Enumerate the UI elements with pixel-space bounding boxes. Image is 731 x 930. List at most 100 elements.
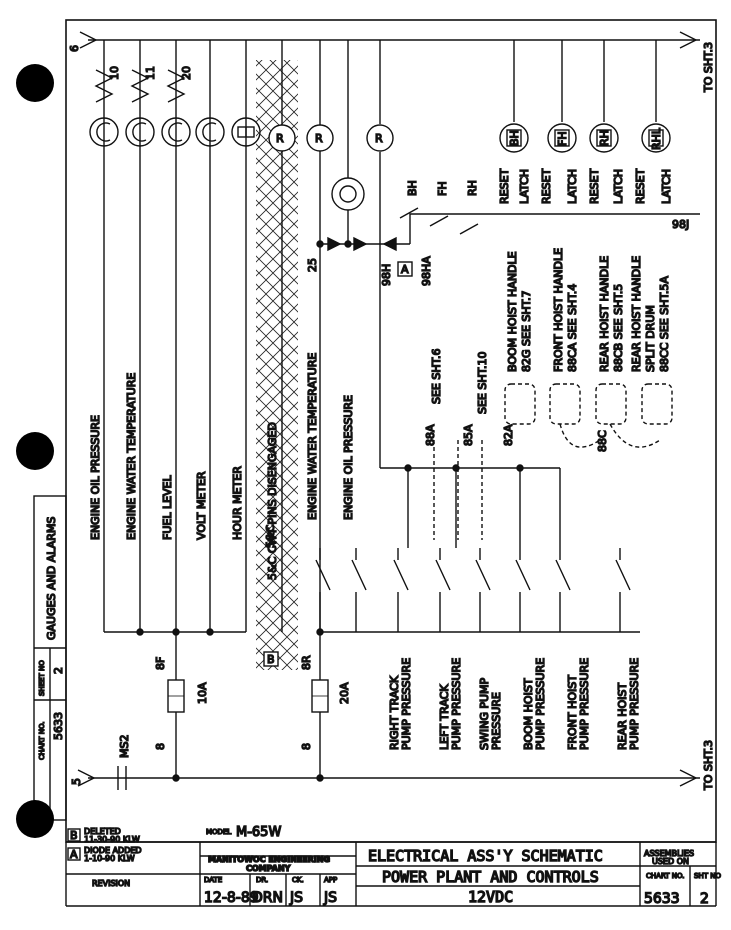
contact-ladder	[409, 213, 500, 244]
wire-label-11: 11	[144, 66, 157, 80]
title-block	[65, 828, 717, 907]
alarm-r-label: R	[276, 132, 284, 145]
latch-label-rh: LATCH	[612, 169, 625, 204]
gauge-column-volt	[195, 40, 225, 632]
handle-switch-boxes	[433, 383, 673, 540]
wire-label-88a: 88A	[424, 424, 437, 446]
pump-pressure-front-hoist-1: FRONT HOIST	[566, 675, 579, 750]
dr-value: DRN	[252, 890, 283, 906]
latch-relay-bh	[499, 40, 529, 153]
rev-b-mark: B	[70, 829, 78, 842]
contact-fh-label: FH	[436, 181, 449, 196]
sht-no-value: 2	[700, 891, 709, 907]
sht-no-label: SHT NO	[694, 872, 721, 880]
wire-label-8-left: 8	[154, 743, 167, 750]
reset-label-rh: RESET	[588, 168, 601, 204]
wire-label-85a: 85A	[462, 424, 475, 446]
contact-bh-label: BH	[406, 180, 419, 196]
side-chart-no: 5633	[52, 712, 65, 740]
junction-dot	[344, 240, 352, 248]
chart-no-value: 5633	[644, 891, 680, 907]
wire-label-98ha: 98HA	[420, 256, 433, 286]
pump-pressure-front-hoist-2: PUMP PRESSURE	[578, 658, 591, 750]
junction-dot	[316, 240, 324, 248]
top-arrow-left	[79, 31, 98, 49]
diode-icon	[327, 236, 342, 252]
side-sheet-label: SHEET NO	[38, 660, 46, 696]
label-engine-water-temp-2: ENGINE WATER TEMPERATURE	[306, 353, 319, 520]
wire-label-82a: 82A	[502, 424, 515, 446]
latch-relay-rh	[589, 40, 619, 153]
wire-label-8f: 8F	[154, 657, 167, 670]
model-value: M-65W	[236, 825, 281, 840]
gauge-column-fuel	[161, 40, 191, 632]
relay-rh-label: RH	[598, 130, 611, 146]
to-sheet-top: TO SHT.3	[702, 42, 715, 93]
label-volt-meter: VOLT METER	[195, 471, 208, 540]
company-line1: MANITOWOC ENGINEERING	[208, 855, 330, 864]
bottom-arrow-right	[679, 769, 698, 787]
wire-label-8r: 8R	[300, 655, 313, 670]
pressure-switch-row	[315, 464, 640, 636]
label-see-sht10: SEE SHT.10	[476, 351, 489, 414]
junction-dot	[316, 774, 324, 782]
label-rear-split-ref: 88CC SEE SHT.5A	[658, 276, 671, 372]
reset-label-rhl: RESET	[634, 168, 647, 204]
gauge-column-hour	[231, 40, 261, 632]
latch-relay-fh	[547, 40, 577, 153]
latch-label-fh: LATCH	[566, 169, 579, 204]
contact-rh	[459, 223, 479, 235]
pump-pressure-rear-hoist-2: PUMP PRESSURE	[628, 658, 641, 750]
rev-a-marker-text: A	[401, 263, 409, 276]
label-engine-oil-pressure-2: ENGINE OIL PRESSURE	[342, 395, 355, 520]
pump-pressure-left-track-2: PUMP PRESSURE	[450, 658, 463, 750]
side-sheet-no: 2	[52, 667, 65, 674]
alarm-r-1	[306, 124, 334, 152]
wire-label-8-mid: 8	[300, 743, 313, 750]
dr-label: DR.	[256, 876, 268, 884]
relay-bh-label: BH	[508, 130, 521, 146]
top-arrow-right	[679, 31, 698, 49]
rev-b-text1: DELETED	[84, 827, 121, 836]
rev-b-marker-text: B	[267, 653, 275, 666]
gauge-column-oil	[89, 40, 119, 632]
model-label: MODEL	[206, 828, 231, 836]
latch-label-bh: LATCH	[518, 169, 531, 204]
pump-pressure-right-track-2: PUMP PRESSURE	[400, 658, 413, 750]
pump-pressure-left-track-1: LEFT TRACK	[438, 684, 451, 750]
rev-a-text2: 1-10-90 KLW	[84, 854, 135, 863]
title-line2: POWER PLANT AND CONTROLS	[382, 868, 599, 886]
alarm-r-2	[366, 124, 394, 152]
contact-rh-label: RH	[466, 180, 479, 196]
fuse-10a-label: 10A	[196, 682, 209, 704]
horn-inner	[339, 185, 357, 203]
contact-bh	[399, 207, 419, 219]
fuse-20a-label: 20A	[338, 682, 351, 704]
label-boom-hoist-handle: BOOM HOIST HANDLE	[506, 251, 519, 372]
ck-label: CK.	[292, 876, 304, 884]
wire-label-5: 5	[70, 778, 83, 785]
reset-label-bh: RESET	[498, 168, 511, 204]
wire-label-25: 25	[306, 258, 319, 272]
punch-hole	[16, 432, 54, 470]
pump-pressure-right-track-1: RIGHT TRACK	[388, 675, 401, 750]
rev-a-text1: DIODE ADDED	[84, 846, 142, 855]
used-on-label: USED ON	[652, 857, 689, 866]
rev-a-marker	[397, 261, 413, 277]
company-line2: COMPANY	[246, 864, 291, 873]
app-value: JS	[323, 890, 337, 906]
side-chart-label: CHART NO.	[38, 722, 46, 760]
alarm-r-2-label: R	[375, 132, 383, 145]
label-boom-hoist-ref: 82G SEE SHT.7	[520, 290, 533, 372]
date-value: 12-8-89	[204, 890, 259, 906]
relay-fh-label: FH	[556, 131, 569, 146]
wire-label-88c: 88C	[596, 430, 609, 452]
assemblies-label: ASSEMBLIES	[644, 849, 694, 858]
punch-hole	[16, 64, 54, 102]
reset-label-fh: RESET	[540, 168, 553, 204]
side-title: GAUGES AND ALARMS	[45, 517, 58, 640]
wire-label-98j: 98J	[672, 218, 689, 231]
to-sheet-bottom: TO SHT.3	[702, 740, 715, 791]
label-rear-hoist-ref: 88CB SEE SHT.5	[612, 284, 625, 372]
